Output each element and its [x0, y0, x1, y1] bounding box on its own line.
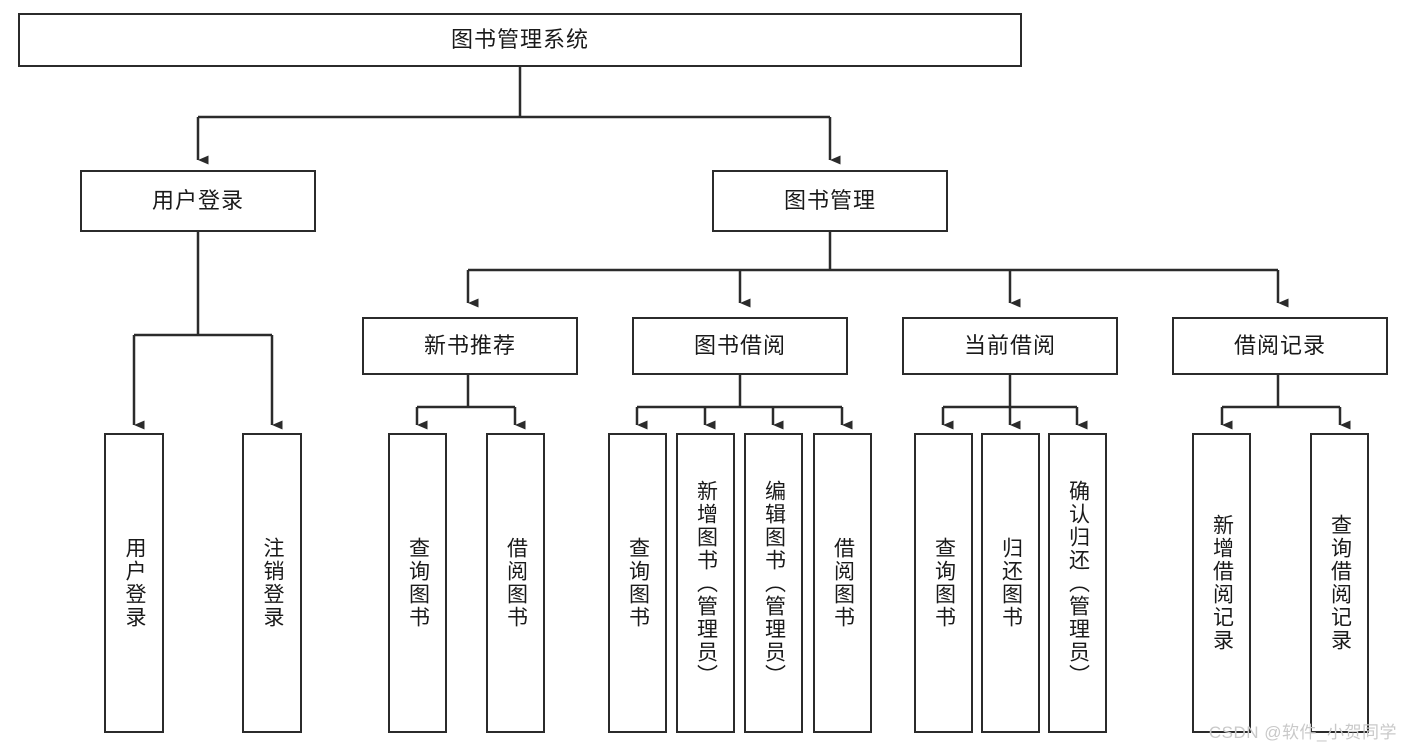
node-user-login-label: 用户登录 [151, 187, 244, 213]
node-leaf-confirm-return-label: 确认归还（管理员） [1066, 479, 1090, 687]
node-leaf-borrow-book-1-label: 借阅图书 [504, 537, 528, 629]
node-leaf-user-login-label: 用户登录 [123, 537, 146, 629]
node-leaf-return-book-label: 归还图书 [999, 537, 1023, 629]
node-borrow-record[interactable]: 借阅记录 [1172, 317, 1388, 375]
node-leaf-add-book[interactable]: 新增图书（管理员） [676, 433, 735, 733]
node-leaf-add-record-label: 新增借阅记录 [1210, 514, 1234, 652]
node-current-borrow[interactable]: 当前借阅 [902, 317, 1118, 375]
watermark: CSDN @软件_小贺同学 [1208, 723, 1397, 742]
node-leaf-confirm-return[interactable]: 确认归还（管理员） [1048, 433, 1107, 733]
node-leaf-borrow-book-1[interactable]: 借阅图书 [486, 433, 545, 733]
node-leaf-query-book-1[interactable]: 查询图书 [388, 433, 447, 733]
node-book-manage[interactable]: 图书管理 [712, 170, 948, 232]
node-leaf-user-login[interactable]: 用户登录 [104, 433, 164, 733]
node-leaf-add-book-label: 新增图书（管理员） [694, 479, 718, 687]
node-new-book-rec[interactable]: 新书推荐 [362, 317, 578, 375]
node-leaf-edit-book-label: 编辑图书（管理员） [762, 479, 786, 687]
node-leaf-query-book-1-label: 查询图书 [406, 537, 430, 629]
node-book-borrow-label: 图书借阅 [693, 332, 786, 358]
node-root-label: 图书管理系统 [450, 26, 589, 52]
node-leaf-logout-label: 注销登录 [261, 537, 284, 629]
node-leaf-query-record-label: 查询借阅记录 [1328, 514, 1352, 652]
node-borrow-record-label: 借阅记录 [1233, 332, 1326, 358]
node-root[interactable]: 图书管理系统 [18, 13, 1022, 67]
node-leaf-edit-book[interactable]: 编辑图书（管理员） [744, 433, 803, 733]
node-leaf-borrow-book-2[interactable]: 借阅图书 [813, 433, 872, 733]
node-leaf-query-book-3[interactable]: 查询图书 [914, 433, 973, 733]
node-new-book-rec-label: 新书推荐 [423, 332, 516, 358]
node-leaf-query-book-2-label: 查询图书 [626, 537, 650, 629]
node-user-login[interactable]: 用户登录 [80, 170, 316, 232]
node-leaf-logout[interactable]: 注销登录 [242, 433, 302, 733]
node-leaf-query-record[interactable]: 查询借阅记录 [1310, 433, 1369, 733]
node-leaf-query-book-3-label: 查询图书 [932, 537, 956, 629]
node-leaf-return-book[interactable]: 归还图书 [981, 433, 1040, 733]
node-book-borrow[interactable]: 图书借阅 [632, 317, 848, 375]
node-current-borrow-label: 当前借阅 [963, 332, 1056, 358]
node-leaf-borrow-book-2-label: 借阅图书 [831, 537, 855, 629]
node-book-manage-label: 图书管理 [783, 187, 876, 213]
node-leaf-query-book-2[interactable]: 查询图书 [608, 433, 667, 733]
node-leaf-add-record[interactable]: 新增借阅记录 [1192, 433, 1251, 733]
